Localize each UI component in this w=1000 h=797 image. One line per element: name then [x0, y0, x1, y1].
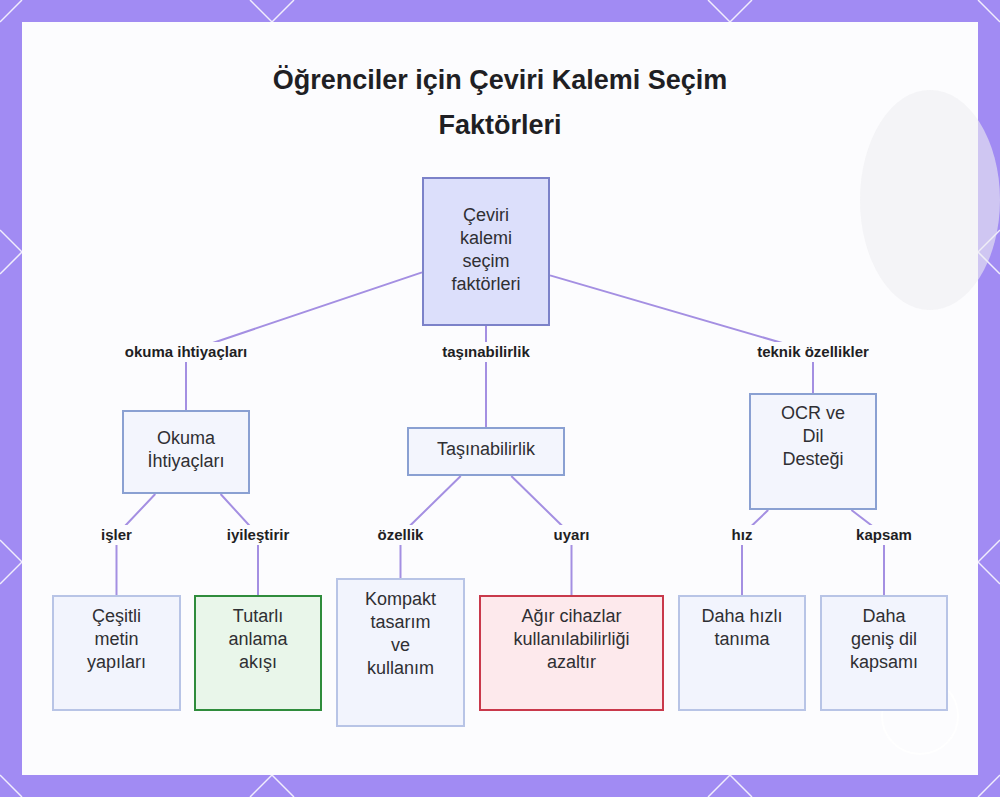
category-box: OCR ve Dil Desteği	[749, 393, 877, 510]
canvas-area	[22, 22, 978, 775]
edge-label: iyileştirir	[224, 525, 293, 545]
node-label: Çeşitli metin yapıları	[74, 605, 159, 674]
edge-label: kapsam	[853, 525, 915, 545]
node-label: Kompakt tasarım ve kullanım	[364, 588, 437, 680]
edge-label: teknik özellikler	[754, 342, 872, 362]
connector-line	[851, 510, 884, 595]
warning-box: Ağır cihazlar kullanılabilirliği azaltır	[479, 595, 664, 711]
edge-label: işler	[98, 525, 135, 545]
connector-line	[742, 510, 768, 595]
edge-label: hız	[729, 525, 756, 545]
diagram-title: Öğrenciler için Çeviri Kalemi Seçim Fakt…	[220, 58, 780, 148]
leaf-box: Çeşitli metin yapıları	[52, 595, 181, 711]
node-label: Ağır cihazlar kullanılabilirliği azaltır	[495, 605, 648, 674]
edge-label: uyarı	[551, 525, 593, 545]
faded-photo	[860, 90, 1000, 310]
node-label: Tutarlı anlama akışı	[216, 605, 300, 674]
node-label: Çeviri kalemi seçim faktörleri	[444, 204, 528, 296]
node-label: OCR ve Dil Desteği	[775, 402, 851, 471]
leaf-box: Kompakt tasarım ve kullanım	[336, 578, 465, 727]
root-box: Çeviri kalemi seçim faktörleri	[422, 177, 550, 326]
connector-line	[550, 275, 813, 393]
edge-label: özellik	[375, 525, 427, 545]
category-box: Taşınabilirlik	[407, 427, 565, 476]
node-label: Okuma İhtiyaçları	[138, 427, 234, 473]
leaf-box: Daha hızlı tanıma	[678, 595, 806, 711]
edge-label: okuma ihtiyaçları	[122, 342, 251, 362]
positive-box: Tutarlı anlama akışı	[194, 595, 322, 711]
node-label: Daha hızlı tanıma	[692, 605, 792, 651]
category-box: Okuma İhtiyaçları	[122, 410, 250, 494]
edge-label: taşınabilirlik	[439, 342, 533, 362]
node-label: Taşınabilirlik	[437, 438, 535, 461]
node-label: Daha geniş dil kapsamı	[842, 605, 926, 674]
leaf-box: Daha geniş dil kapsamı	[820, 595, 948, 711]
